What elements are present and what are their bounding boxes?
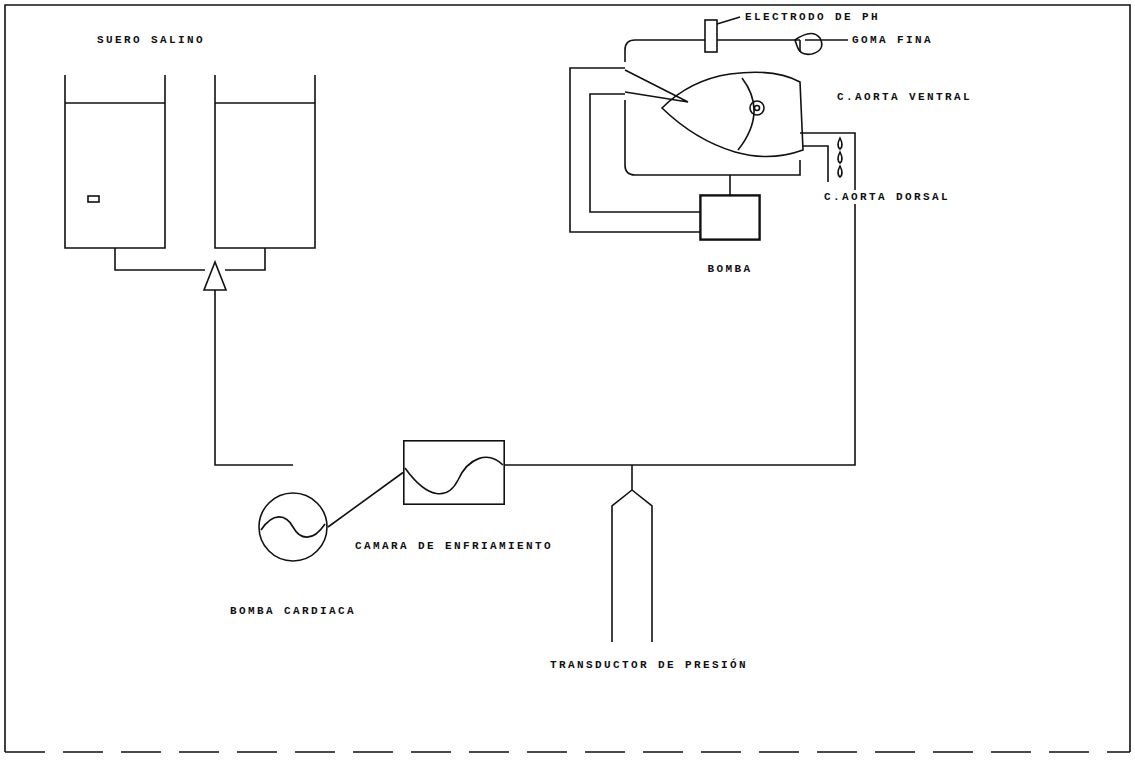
tube (803, 146, 828, 182)
pump-box-shape (700, 195, 760, 240)
leader-line (717, 17, 740, 24)
fluid-level (215, 102, 315, 104)
reservoir (65, 75, 165, 248)
pump-outline (701, 196, 759, 239)
reservoir-mark (88, 196, 99, 202)
tube (215, 290, 293, 465)
pump-box-outline (700, 195, 760, 240)
rubber-seal (795, 33, 822, 54)
valve (204, 262, 226, 290)
reservoir (215, 75, 315, 248)
transducer-label: TRANSDUCTOR DE PRESIÓN (548, 658, 750, 672)
tube (115, 248, 205, 270)
coil-wave (405, 457, 503, 493)
node-label: BOMBA (705, 262, 754, 276)
ph-electrode (705, 20, 717, 52)
tube (505, 133, 855, 465)
node-label: BOMBA CARDIACA (228, 604, 358, 618)
cooling-chamber: CAMARA DE ENFRIAMIENTO (403, 440, 505, 505)
pump-wave (261, 517, 325, 537)
chamber-outline (404, 441, 504, 504)
fish-chamber (625, 40, 800, 175)
tube (590, 94, 700, 212)
pump-circle (259, 493, 327, 561)
drops (838, 138, 842, 177)
cannula (625, 70, 688, 102)
fish-body (662, 72, 803, 156)
tube (225, 248, 265, 270)
pump-box: BOMBA (700, 195, 760, 240)
frame-dashed (5, 751, 1130, 753)
tube-connector (328, 473, 403, 528)
fish-eye (750, 101, 764, 115)
heart-pump: BOMBA CARDIACA (258, 492, 328, 562)
tube (729, 175, 731, 195)
reservoir-label: SUERO SALINO (95, 33, 207, 47)
heart-pump-shape (258, 492, 328, 562)
pressure-transducer (612, 465, 652, 642)
cooling-chamber-shape (403, 440, 505, 505)
vessel-label: C.AORTA VENTRAL (835, 90, 974, 104)
vessel-label: C.AORTA DORSAL (822, 190, 952, 204)
fluid-level (65, 102, 165, 104)
electrode-label: ELECTRODO DE PH (743, 10, 882, 24)
node-label: CAMARA DE ENFRIAMIENTO (353, 539, 555, 553)
leader-line (805, 39, 848, 41)
seal-label: GOMA FINA (850, 33, 935, 47)
fish-eye (755, 106, 760, 111)
gill-arc (738, 78, 754, 150)
frame (5, 5, 1130, 752)
